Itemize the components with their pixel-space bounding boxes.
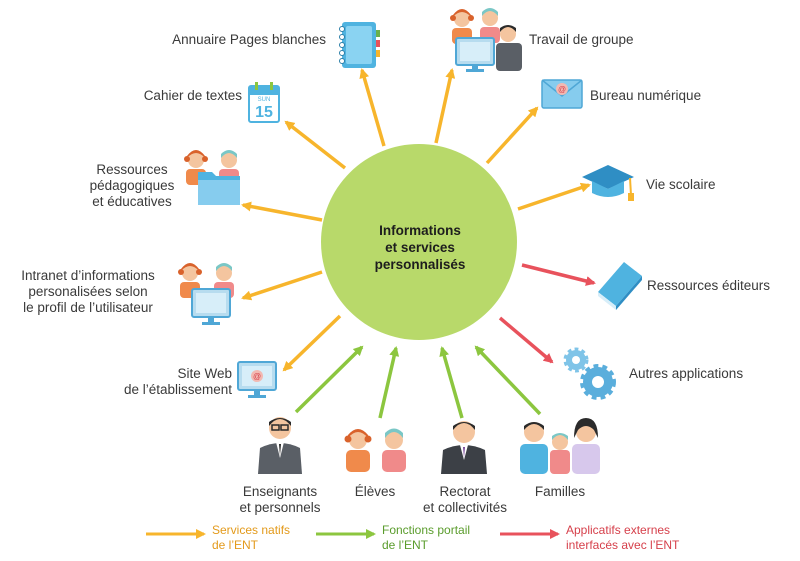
envelope-icon: @	[541, 79, 583, 109]
legend-native-label: Services natifs de l’ENT	[212, 523, 291, 552]
native-arrows	[241, 68, 591, 372]
monitor-icon: @	[237, 361, 277, 398]
students-icon	[344, 428, 406, 472]
family-icon	[520, 418, 600, 474]
label-familles: Familles	[534, 484, 586, 499]
label-site-web: Site Web de l’établissement	[123, 366, 232, 397]
label-bureau-numerique: Bureau numérique	[590, 88, 702, 103]
graduation-cap-icon	[582, 165, 634, 201]
label-ressources-editeurs: Ressources éditeurs	[647, 278, 771, 293]
group-computer-icon	[450, 8, 522, 72]
arrow-familles	[474, 345, 542, 416]
label-ressources-pedagogiques: Ressources pédagogiques et éducatives	[89, 162, 175, 209]
svg-text:SUN: SUN	[258, 97, 271, 103]
arrow-cahier	[284, 120, 347, 170]
arrow-editeurs	[521, 263, 596, 286]
legend-external-label: Applicatifs externes interfacés avec l’E…	[566, 523, 680, 552]
label-autres-applications: Autres applications	[629, 366, 744, 381]
arrow-enseignants	[294, 345, 364, 414]
label-annuaire: Annuaire Pages blanches	[172, 32, 326, 47]
arrow-autres	[498, 316, 554, 364]
arrow-site-web	[282, 314, 342, 372]
official-icon	[441, 421, 487, 474]
label-travail-groupe: Travail de groupe	[529, 32, 634, 47]
arrow-travail	[434, 68, 456, 144]
book-icon	[598, 262, 642, 310]
label-eleves: Élèves	[354, 484, 396, 499]
center-label: Informations et services personnalisés	[374, 223, 466, 272]
center-circle	[321, 144, 517, 340]
arrow-bureau	[485, 106, 539, 165]
calendar-icon: SUN 15	[248, 82, 280, 123]
external-arrows	[498, 263, 596, 364]
folder-people-icon	[184, 150, 240, 205]
label-vie-scolaire: Vie scolaire	[646, 177, 716, 192]
arrow-eleves	[378, 346, 400, 419]
arrow-rectorat	[439, 346, 464, 419]
svg-text:@: @	[558, 85, 566, 94]
people-computer-icon	[178, 263, 234, 325]
label-intranet: Intranet d’informations personalisées se…	[21, 268, 155, 315]
label-rectorat: Rectorat et collectivités	[422, 484, 508, 515]
teacher-icon	[258, 417, 302, 474]
legend-portal-label: Fonctions portail de l’ENT	[382, 523, 471, 552]
gears-icon	[563, 347, 616, 400]
arrow-annuaire	[359, 68, 386, 147]
svg-text:@: @	[253, 372, 261, 381]
label-enseignants: Enseignants et personnels	[239, 484, 321, 515]
svg-text:15: 15	[255, 104, 273, 121]
label-cahier-textes: Cahier de textes	[143, 88, 242, 103]
arrow-ressources	[241, 201, 323, 222]
portal-arrows	[294, 345, 542, 419]
arrow-vie-scolaire	[517, 182, 591, 211]
arrow-intranet	[241, 270, 323, 301]
notebook-icon	[339, 22, 380, 68]
